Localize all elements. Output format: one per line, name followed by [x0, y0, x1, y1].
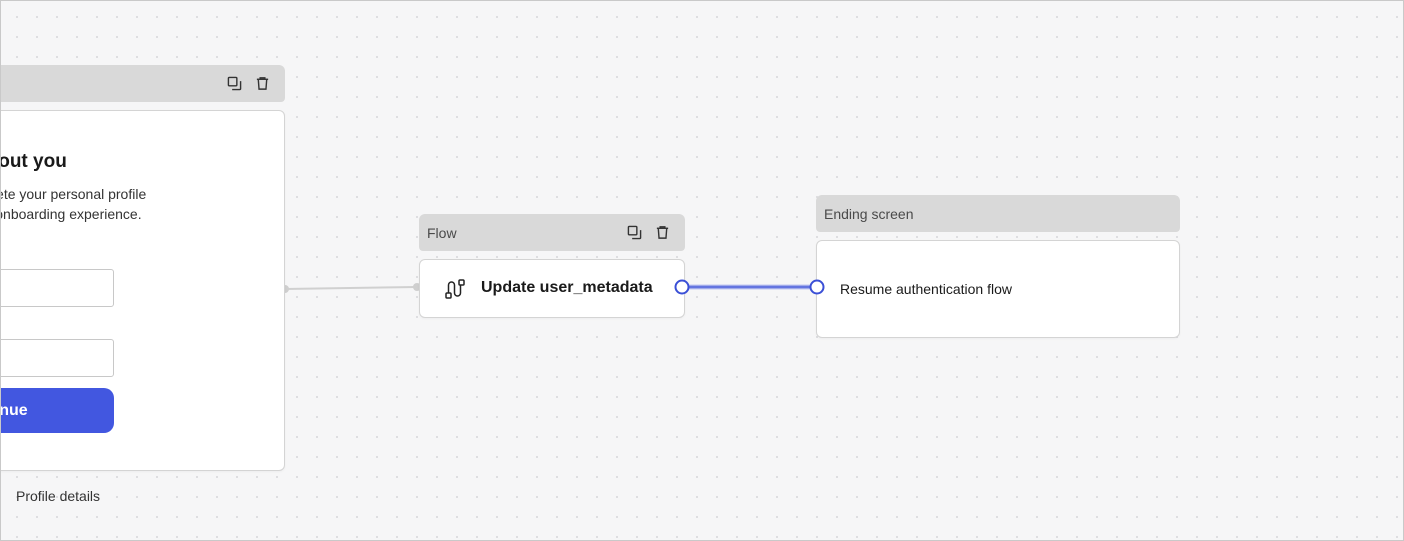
- flow-icon: [444, 278, 466, 300]
- copy-icon[interactable]: [225, 75, 243, 93]
- form-node-card[interactable]: Tell us about you Please complete your p…: [0, 110, 285, 471]
- form-input-second[interactable]: [1, 339, 114, 377]
- flow-node-card[interactable]: Update user_metadata: [419, 259, 685, 318]
- flow-header-label: Flow: [427, 224, 457, 241]
- form-input-first[interactable]: [1, 269, 114, 307]
- connector-form-to-flow: [284, 286, 418, 290]
- ending-node-header[interactable]: Ending screen: [816, 195, 1180, 232]
- form-title: Tell us about you: [0, 151, 67, 172]
- form-node-caption: Profile details: [16, 488, 101, 504]
- copy-icon[interactable]: [625, 224, 643, 242]
- continue-button[interactable]: Continue: [0, 388, 114, 433]
- ending-label: Resume authentication flow: [840, 281, 1012, 297]
- flow-node-header[interactable]: Flow: [419, 214, 685, 251]
- form-node-header[interactable]: [1, 65, 285, 102]
- ending-header-label: Ending screen: [824, 205, 914, 222]
- trash-icon[interactable]: [653, 224, 671, 242]
- ending-node-card[interactable]: Resume authentication flow: [816, 240, 1180, 338]
- trash-icon[interactable]: [253, 75, 271, 93]
- form-description: Please complete your personal profile to…: [0, 186, 147, 222]
- flow-action-label: Update user_metadata: [481, 279, 653, 296]
- continue-label: Continue: [0, 401, 28, 419]
